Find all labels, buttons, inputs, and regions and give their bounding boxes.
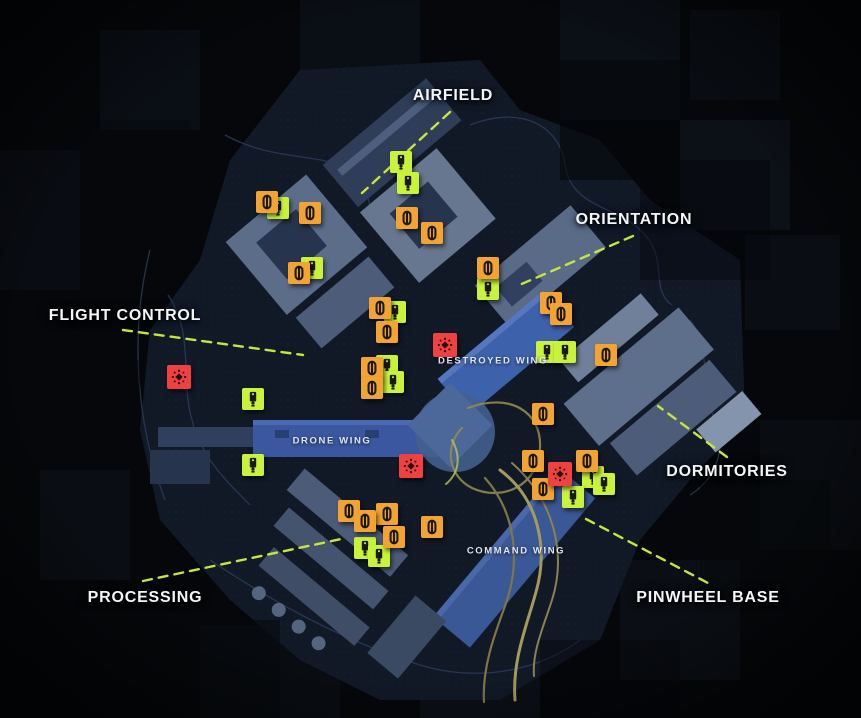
map-marker-orange[interactable]: [522, 450, 544, 472]
map-marker-green[interactable]: [397, 172, 419, 194]
map-marker-green[interactable]: [477, 278, 499, 300]
ammo-cache-icon: [372, 300, 388, 316]
hazard-burst-icon: [552, 466, 568, 482]
ammo-cache-icon: [291, 265, 307, 281]
weapon-magazine-icon: [393, 154, 409, 170]
map-marker-orange[interactable]: [288, 262, 310, 284]
map-marker-orange[interactable]: [421, 222, 443, 244]
map-marker-orange[interactable]: [477, 257, 499, 279]
map-marker-orange[interactable]: [361, 377, 383, 399]
weapon-magazine-icon: [480, 281, 496, 297]
weapon-magazine-icon: [539, 344, 555, 360]
ammo-cache-icon: [357, 513, 373, 529]
map-marker-orange[interactable]: [383, 526, 405, 548]
map-marker-red[interactable]: [167, 365, 191, 389]
map-marker-green[interactable]: [554, 341, 576, 363]
leader-line-dormitories: [656, 404, 729, 459]
ammo-cache-icon: [379, 324, 395, 340]
weapon-magazine-icon: [371, 548, 387, 564]
ammo-cache-icon: [535, 406, 551, 422]
leader-line-processing: [141, 536, 348, 583]
hazard-burst-icon: [437, 337, 453, 353]
ammo-cache-icon: [302, 205, 318, 221]
map-marker-orange[interactable]: [421, 516, 443, 538]
weapon-magazine-icon: [557, 344, 573, 360]
map-marker-orange[interactable]: [354, 510, 376, 532]
weapon-magazine-icon: [596, 476, 612, 492]
weapon-magazine-icon: [245, 457, 261, 473]
map-marker-green[interactable]: [562, 486, 584, 508]
map-marker-red[interactable]: [433, 333, 457, 357]
weapon-magazine-icon: [565, 489, 581, 505]
map-marker-green[interactable]: [368, 545, 390, 567]
map-marker-orange[interactable]: [576, 450, 598, 472]
map-marker-green[interactable]: [536, 341, 558, 363]
map-marker-orange[interactable]: [550, 303, 572, 325]
ammo-cache-icon: [579, 453, 595, 469]
map-marker-orange[interactable]: [361, 357, 383, 379]
ammo-cache-icon: [364, 360, 380, 376]
hazard-burst-icon: [171, 369, 187, 385]
weapon-magazine-icon: [245, 391, 261, 407]
ammo-cache-icon: [341, 503, 357, 519]
map-marker-orange[interactable]: [256, 191, 278, 213]
ammo-cache-icon: [364, 380, 380, 396]
map-marker-green[interactable]: [382, 371, 404, 393]
map-marker-red[interactable]: [399, 454, 423, 478]
ammo-cache-icon: [259, 194, 275, 210]
weapon-magazine-icon: [400, 175, 416, 191]
map-marker-green[interactable]: [242, 454, 264, 476]
ammo-cache-icon: [424, 519, 440, 535]
leader-lines: [121, 110, 729, 585]
ammo-cache-icon: [480, 260, 496, 276]
map-marker-green[interactable]: [242, 388, 264, 410]
ammo-cache-icon: [598, 347, 614, 363]
weapon-magazine-icon: [379, 358, 395, 374]
leader-line-pinwheel-base: [584, 517, 710, 585]
map-marker-orange[interactable]: [376, 321, 398, 343]
map-marker-orange[interactable]: [376, 503, 398, 525]
ammo-cache-icon: [379, 506, 395, 522]
ammo-cache-icon: [535, 481, 551, 497]
map-marker-orange[interactable]: [396, 207, 418, 229]
map-marker-green[interactable]: [593, 473, 615, 495]
map-marker-red[interactable]: [548, 462, 572, 486]
weapon-magazine-icon: [357, 540, 373, 556]
ammo-cache-icon: [424, 225, 440, 241]
map-marker-orange[interactable]: [532, 403, 554, 425]
weapon-magazine-icon: [304, 260, 320, 276]
map-marker-orange[interactable]: [595, 344, 617, 366]
weapon-magazine-icon: [387, 304, 403, 320]
weapon-magazine-icon: [385, 374, 401, 390]
leader-line-orientation: [515, 234, 635, 288]
leader-line-airfield: [360, 110, 452, 195]
ammo-cache-icon: [386, 529, 402, 545]
hazard-burst-icon: [403, 458, 419, 474]
ammo-cache-icon: [553, 306, 569, 322]
map-marker-orange[interactable]: [299, 202, 321, 224]
ammo-cache-icon: [399, 210, 415, 226]
leader-line-flight-control: [121, 328, 305, 357]
map-marker-green[interactable]: [390, 151, 412, 173]
ammo-cache-icon: [525, 453, 541, 469]
map-marker-orange[interactable]: [369, 297, 391, 319]
